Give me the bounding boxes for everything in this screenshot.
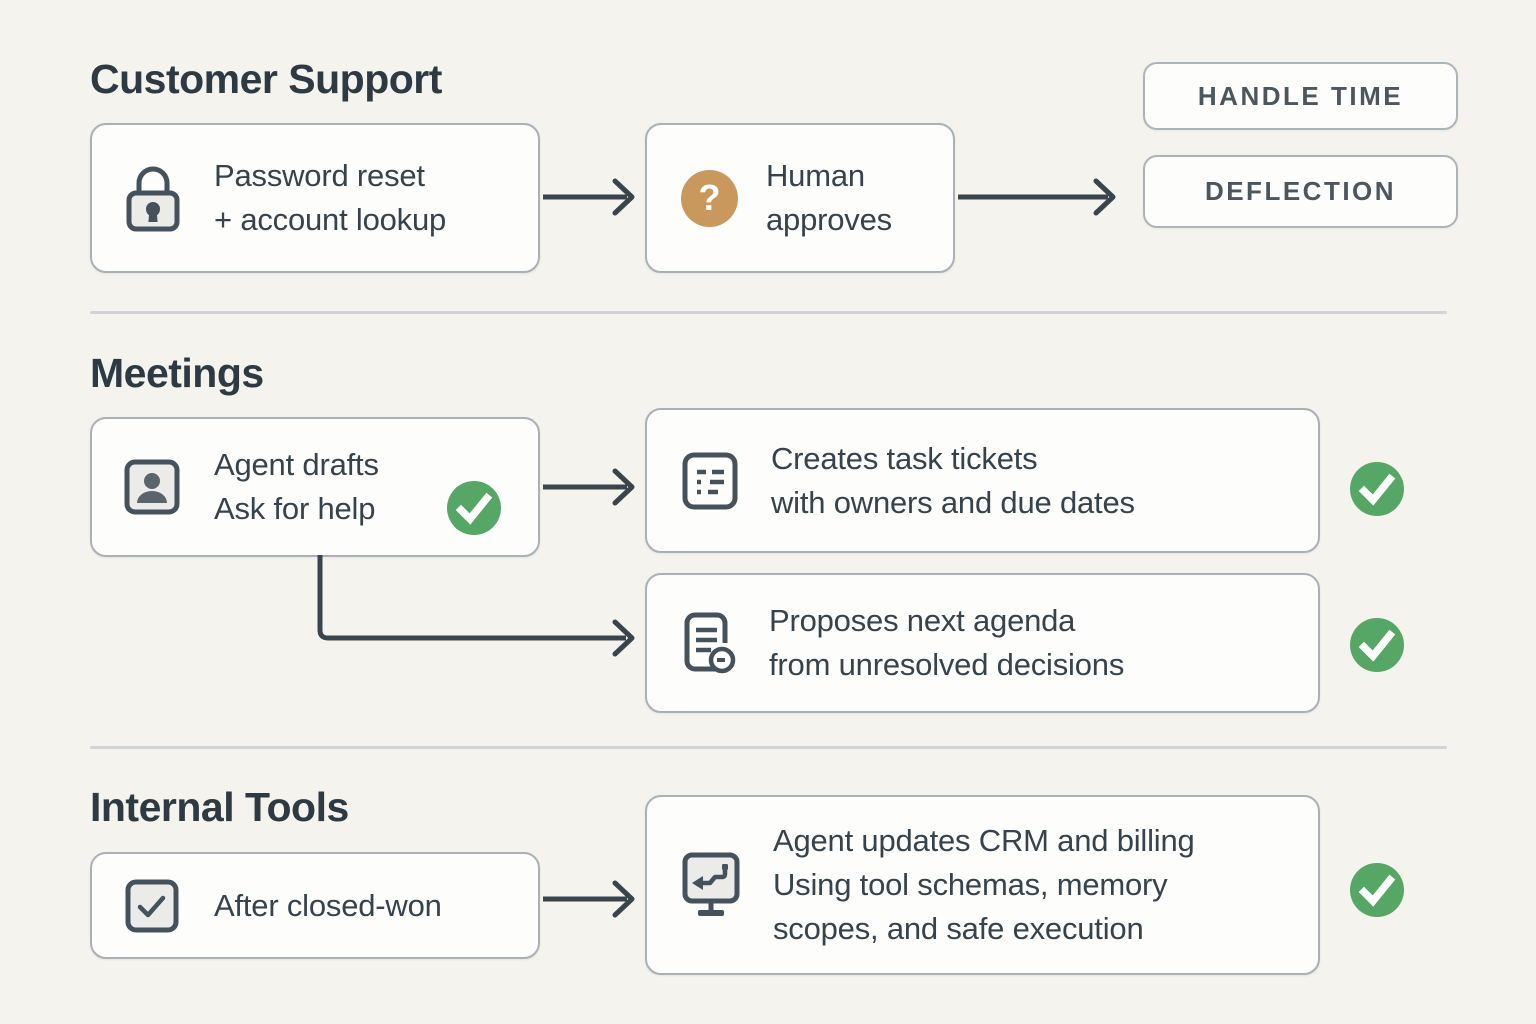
checkbox-icon xyxy=(124,878,180,934)
section-divider xyxy=(90,746,1447,749)
task-tickets-box: Creates task tickets with owners and due… xyxy=(645,408,1320,553)
check-icon xyxy=(446,480,502,536)
human-approves-box: ? Human approves xyxy=(645,123,955,273)
person-icon xyxy=(124,459,180,515)
task-list-icon xyxy=(681,451,739,511)
section-divider xyxy=(90,311,1447,314)
elbow-connector-agent-to-agenda xyxy=(314,552,640,658)
closed-won-label: After closed-won xyxy=(214,887,442,923)
arrow-task-to-approval xyxy=(543,175,639,219)
lock-icon xyxy=(124,164,182,232)
human-approves-label: Human approves xyxy=(766,158,892,237)
arrow-approval-to-metrics xyxy=(958,175,1120,219)
check-icon xyxy=(1349,461,1405,517)
section-title-meetings: Meetings xyxy=(90,350,264,396)
arrow-agent-to-tickets xyxy=(543,465,639,509)
check-icon xyxy=(1349,862,1405,918)
closed-won-box: After closed-won xyxy=(90,852,540,959)
monitor-icon xyxy=(681,851,741,919)
password-reset-box: Password reset + account lookup xyxy=(90,123,540,273)
crm-update-box: Agent updates CRM and billing Using tool… xyxy=(645,795,1320,975)
section-title-customer-support: Customer Support xyxy=(90,56,442,102)
section-title-internal-tools: Internal Tools xyxy=(90,784,349,830)
check-icon xyxy=(1349,617,1405,673)
agent-drafts-label: Agent drafts Ask for help xyxy=(214,447,379,526)
agent-drafts-box: Agent drafts Ask for help xyxy=(90,417,540,557)
agenda-document-icon xyxy=(681,611,737,675)
arrow-closed-won-to-crm xyxy=(543,877,639,921)
agenda-box: Proposes next agenda from unresolved dec… xyxy=(645,573,1320,713)
task-tickets-label: Creates task tickets with owners and due… xyxy=(771,440,1135,520)
crm-update-label: Agent updates CRM and billing Using tool… xyxy=(773,823,1195,946)
metric-deflection: DEFLECTION xyxy=(1143,155,1458,228)
password-reset-label: Password reset + account lookup xyxy=(214,158,447,237)
agenda-label: Proposes next agenda from unresolved dec… xyxy=(769,603,1125,682)
question-icon: ? xyxy=(681,169,738,227)
metric-handle-time: HANDLE TIME xyxy=(1143,62,1458,130)
